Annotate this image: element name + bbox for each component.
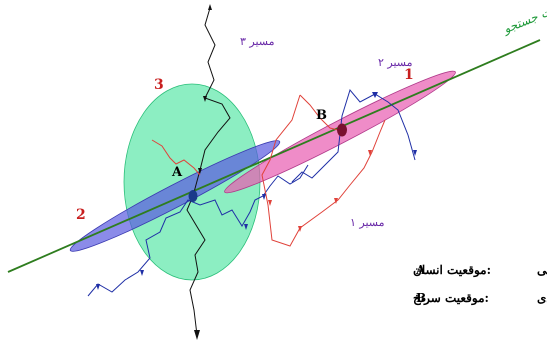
- region-2-ellipse: [69, 140, 281, 252]
- legend-human-position-text: :موقعیت انسان: [413, 263, 491, 278]
- path-2-blue: [291, 88, 416, 183]
- path-2-blue-lower: [87, 164, 309, 297]
- legend: :موقعیت انسان A ۱و۲:فاز اجتماعی :موقعیت …: [413, 263, 547, 306]
- search-direction-label: جهت جستجو: [500, 0, 547, 37]
- legend-phases-social: ۱و۲:فاز اجتماعی: [537, 263, 547, 278]
- point-a-label: A: [171, 165, 183, 180]
- path-arrowheads: [96, 92, 417, 290]
- point-a-marker: [188, 190, 198, 202]
- legend-clue-position-key: B: [416, 291, 426, 305]
- path-3-label: مسیر ۳: [240, 35, 275, 48]
- path-1-red-extra-2: [299, 94, 339, 131]
- legend-phase-individual: ۳:فاز انفرادی: [537, 291, 547, 306]
- path-1-red-extra: [151, 139, 201, 176]
- path-arrowheads-red: [268, 150, 372, 232]
- region-3-label: 3: [154, 77, 164, 93]
- point-b-marker: [337, 123, 347, 137]
- path-1-label: مسیر ۱: [350, 216, 385, 229]
- region-1-label: 1: [404, 67, 414, 83]
- point-b-label: B: [316, 108, 327, 123]
- path-1-red: [261, 94, 386, 247]
- path-2-label: مسیر ۲: [378, 56, 413, 69]
- region-2-label: 2: [76, 207, 86, 223]
- legend-clue-position-text: :موقعیت سرنخ: [413, 291, 489, 306]
- legend-human-position-key: A: [415, 263, 426, 277]
- search-direction-line: [7, 39, 541, 273]
- path-arrowheads-black: [194, 4, 212, 340]
- path-3-black: [186, 7, 231, 336]
